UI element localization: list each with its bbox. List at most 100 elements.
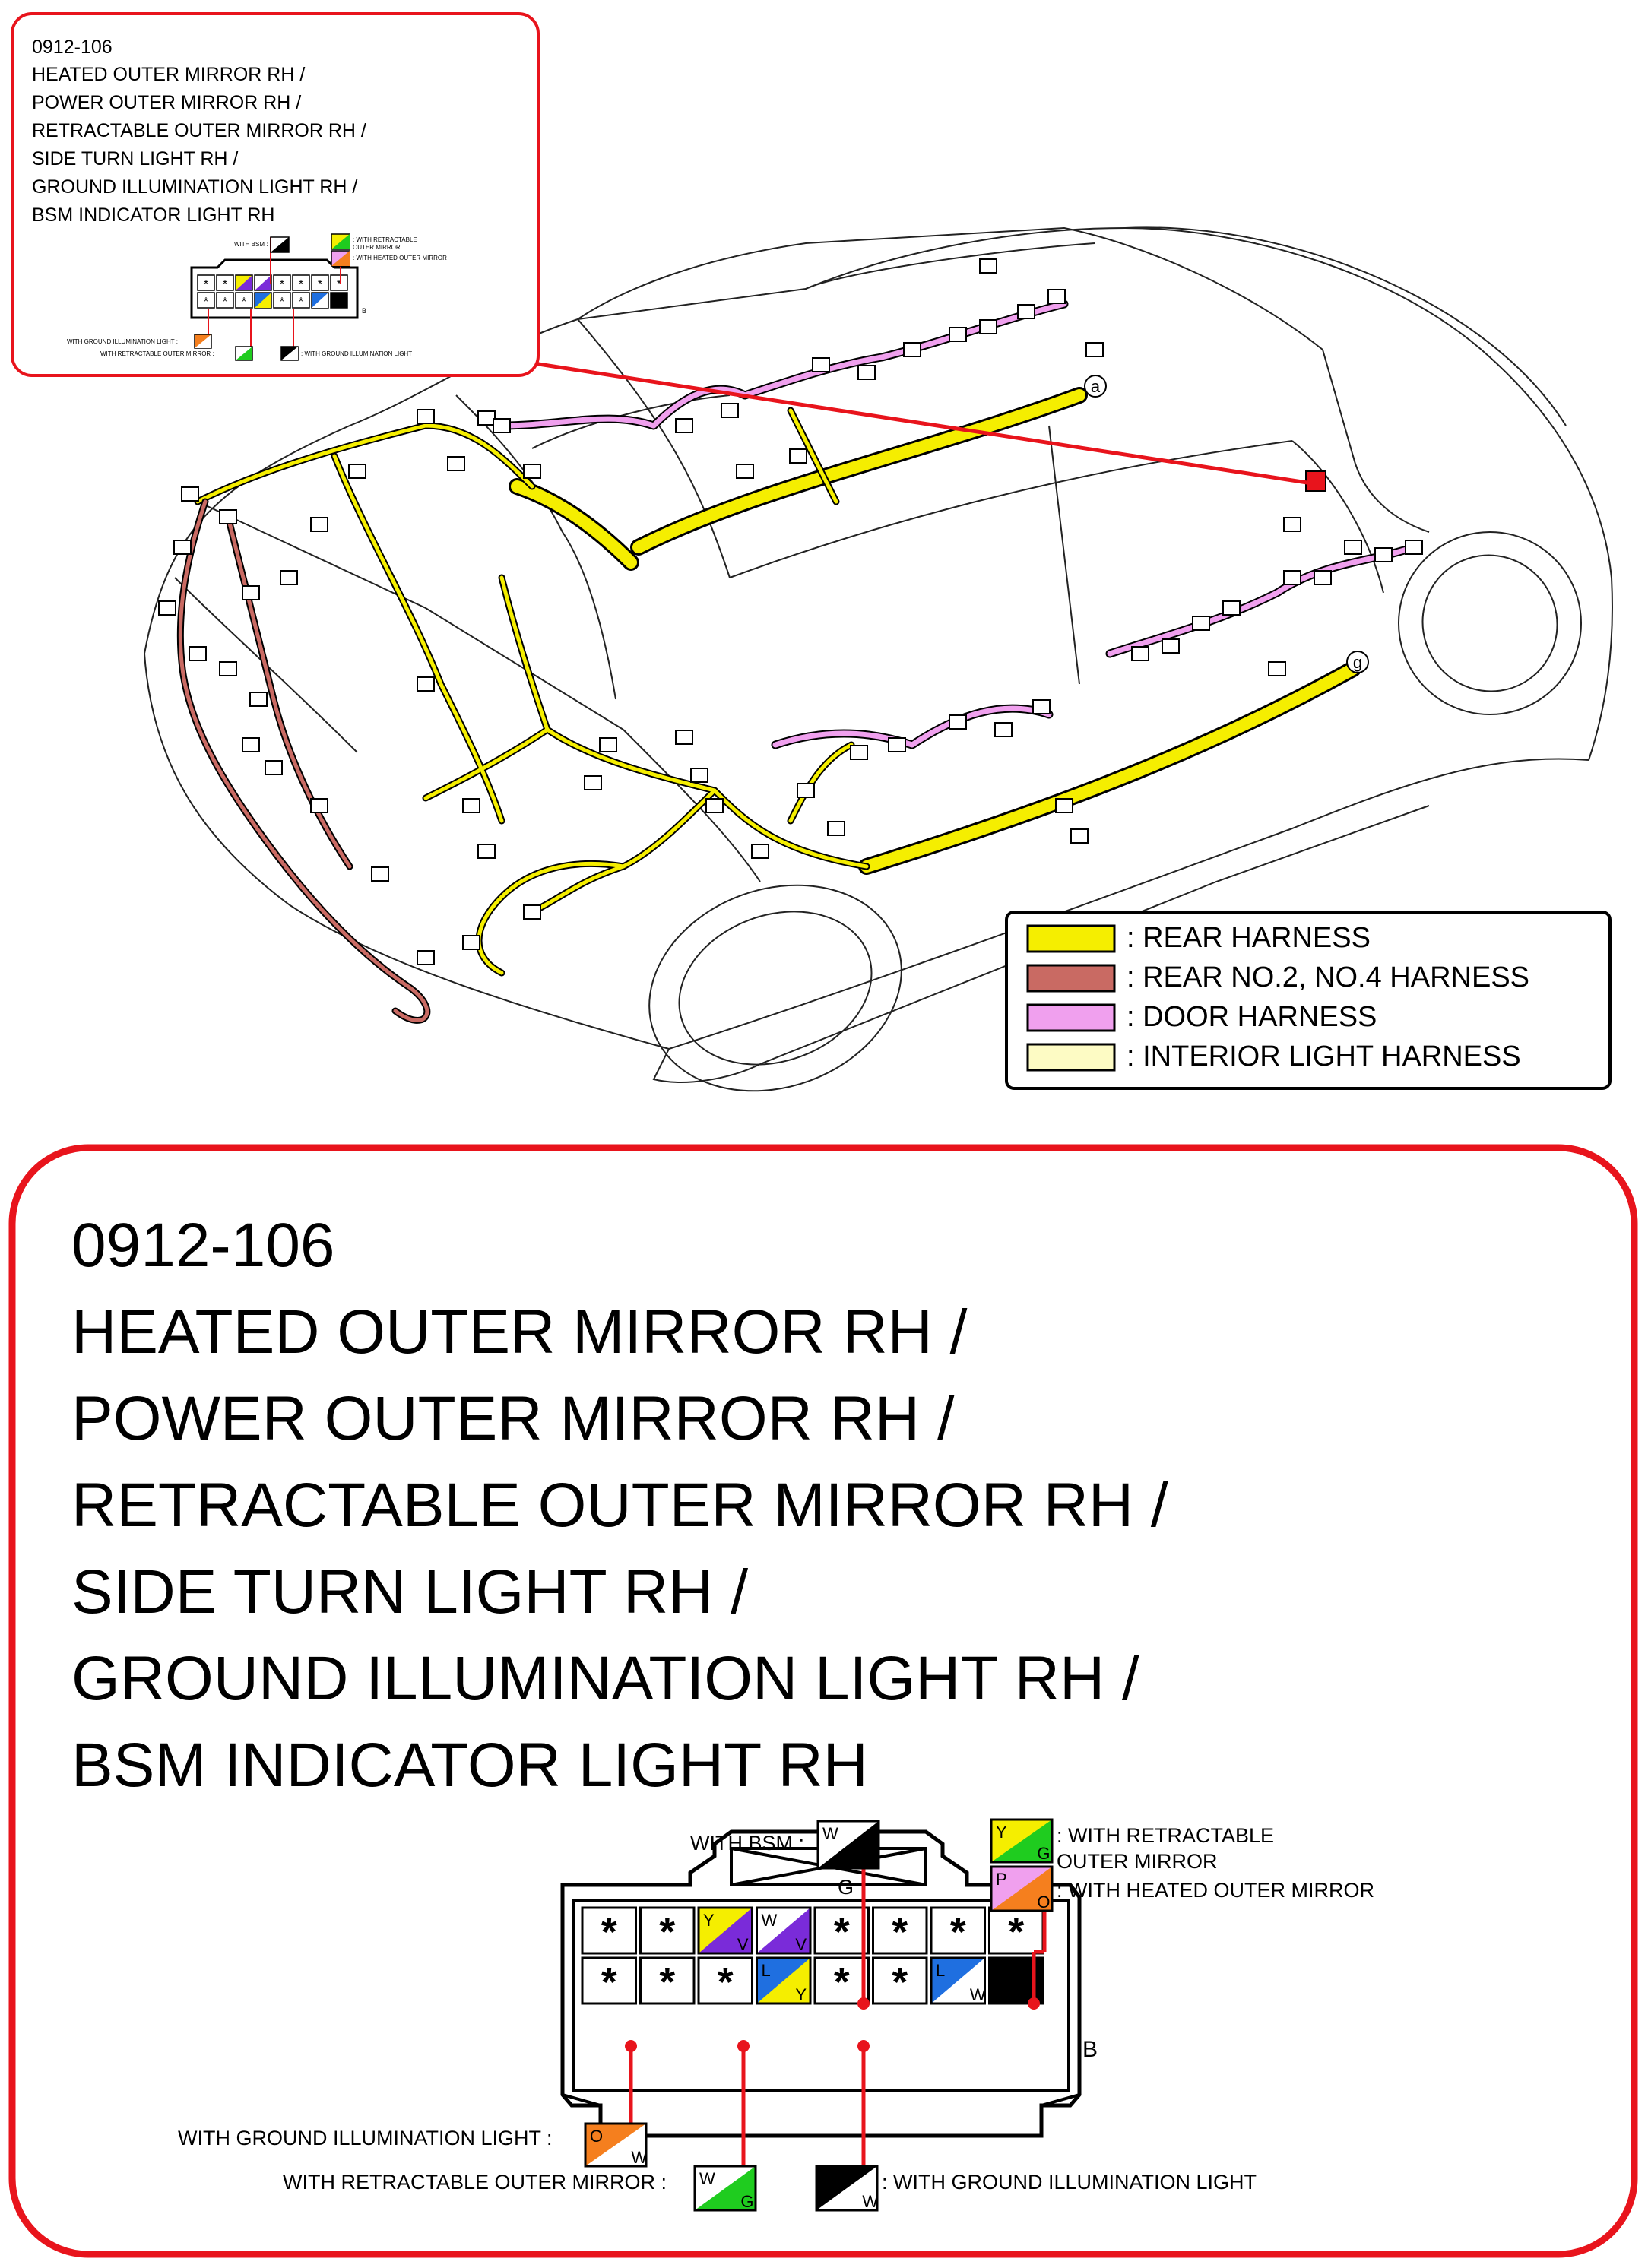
mini-pin-row2-5: * [273,292,291,309]
legend-swatch-interior-light [1026,1043,1116,1072]
callout-a: a [1084,375,1107,398]
code-box-retractable-code-2: G [1037,1844,1050,1863]
thumbnail-with-heated: : WITH HEATED OUTER MIRROR [353,255,447,261]
detail-annotations: WITH BSM : G : WITH RETRACTABLE OUTER MI… [178,1824,1374,2194]
harness-connector [850,745,868,760]
harness-connector [1283,570,1301,585]
mini-pin-row1-7-symbol: * [318,278,322,291]
thumbnail-with-retractable-2: OUTER MIRROR [353,244,401,251]
legend-swatch-rear [1026,924,1116,953]
legend-box [1005,911,1612,1090]
pin-row2-2: * [639,1956,696,2005]
harness-connector [181,486,199,502]
harness-connector [1283,517,1301,532]
detail-line-1: HEATED OUTER MIRROR RH / [71,1297,968,1367]
wire-leader-dots [625,1997,1040,2052]
harness-connector [1017,304,1035,319]
harness-connector [280,570,298,585]
thumbnail-line-5: GROUND ILLUMINATION LIGHT RH / [32,176,357,198]
harness-connector [493,418,511,433]
legend-label-interior-light: : INTERIOR LIGHT HARNESS [1127,1041,1521,1072]
harness-connector [1162,638,1180,654]
detail-with-retractable-bottom: WITH RETRACTABLE OUTER MIRROR : [283,2171,667,2194]
code-box-ground-left: OW [584,2122,648,2168]
harness-connector [888,737,906,752]
mini-pin-row1-5: * [273,274,291,291]
pin-row2-1: * [581,1956,637,2005]
detail-line-5: GROUND ILLUMINATION LIGHT RH / [71,1644,1139,1713]
legend-label-rear-no2-no4: : REAR NO.2, NO.4 HARNESS [1127,961,1529,993]
pin-row1-4-code-1: W [762,1911,778,1930]
pin-row1-8: * [988,1906,1044,1955]
harness-connector [417,409,435,424]
harness-connector [751,844,769,859]
mini-pin-row2-1-symbol: * [204,296,208,309]
code-box-ground-right-code-2: W [862,2192,878,2211]
detail-with-heated: : WITH HEATED OUTER MIRROR [1057,1879,1374,1902]
harness-connector [994,722,1013,737]
detail-bsm-wire-label: G [838,1876,854,1899]
harness-connector [675,418,693,433]
pin-row2-3: * [697,1956,753,2005]
pin-row1-3-code-1: Y [703,1911,715,1930]
harness-connectors [158,258,1423,965]
pin-row1-5-symbol: * [834,1909,850,1955]
detail-with-bsm: WITH BSM : [690,1832,804,1855]
code-box-heated-code-1: P [996,1870,1007,1889]
thumbnail-with-ground-left: WITH GROUND ILLUMINATION LIGHT : [67,338,178,345]
harness-connector [1268,661,1286,676]
code-box-retractable: YG [990,1818,1054,1864]
harness-connector [979,258,997,274]
harness-connector [417,676,435,692]
thumbnail-line-3: RETRACTABLE OUTER MIRROR RH / [32,120,366,141]
mini-pin-row1-1: * [197,274,215,291]
code-box-ground-left-code-1: O [590,2127,603,2146]
harness-connector [1192,616,1210,631]
thumbnail-pin-grid: *********** [197,274,348,309]
thumbnail-line-2: POWER OUTER MIRROR RH / [32,92,301,113]
harness-connector [219,661,237,676]
mini-pin-row1-2-symbol: * [223,278,227,291]
mini-pin-row1-5-symbol: * [280,278,284,291]
harness-connector [789,448,807,464]
harness-connector [797,783,815,798]
detail-line-6: BSM INDICATOR LIGHT RH [71,1731,868,1800]
pin-row2-4: LY [756,1956,812,2005]
code-box-heated-code-2: O [1037,1893,1050,1912]
mini-pin-row2-2: * [216,292,234,309]
harness-connector [949,327,967,342]
mini-pin-row2-4 [254,292,272,309]
legend-label-door: : DOOR HARNESS [1127,1001,1377,1033]
mini-pin-row1-2: * [216,274,234,291]
thumbnail-with-retractable-bottom: WITH RETRACTABLE OUTER MIRROR : [100,350,214,357]
harness-connector [1032,699,1051,714]
harness-connector [675,730,693,745]
mini-pin-row2-1: * [197,292,215,309]
harness-connector [1222,600,1241,616]
harness-connector [903,342,921,357]
mini-pin-row1-7: * [311,274,329,291]
callout-a-label: a [1091,377,1101,396]
mini-pin-row2-7 [311,292,329,309]
callout-g: g [1346,651,1369,673]
code-box-ground-left-code-2: W [631,2148,647,2167]
detail-with-retractable-2: OUTER MIRROR [1057,1850,1218,1873]
harness-connector [949,714,967,730]
harness-connector [242,585,260,600]
pin-row1-2: * [639,1906,696,1955]
harness-connector [189,646,207,661]
harness-connector [1085,342,1104,357]
pin-row2-7-code-2: W [970,1985,986,2004]
thumbnail-line-6: BSM INDICATOR LIGHT RH [32,204,274,226]
harness-connector [812,357,830,372]
legend-swatch-rear-no2-no4 [1026,964,1116,993]
thumbnail-connector: *********** B [190,237,366,353]
detail-with-ground-right: : WITH GROUND ILLUMINATION LIGHT [882,2171,1257,2194]
detail-line-2: POWER OUTER MIRROR RH / [71,1384,955,1453]
rear-no2-no4-harness [176,498,431,1024]
harness-connector [1344,540,1362,555]
harness-connector [599,737,617,752]
code-box-retractable-bottom-code-1: W [699,2169,715,2188]
